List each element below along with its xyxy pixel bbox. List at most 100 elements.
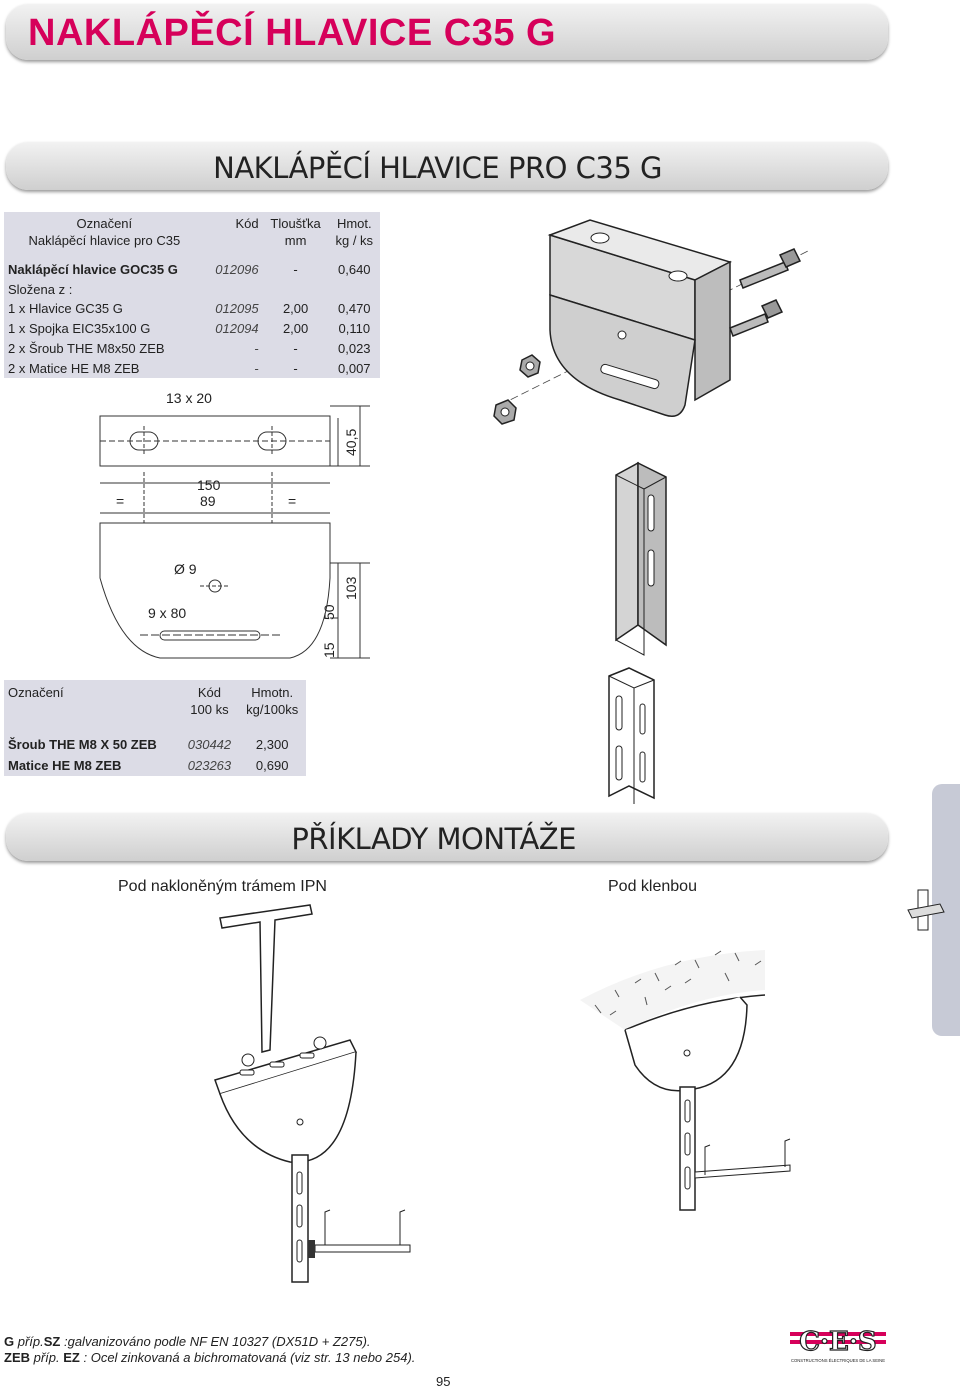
channel-profile-illustration — [608, 667, 655, 804]
header-text — [8, 701, 177, 718]
channel-thumbnail-icon — [907, 889, 945, 931]
cell-thickness: - — [293, 360, 298, 376]
table-header-row: Označení Kód 100 ks Hmotn. kg/100ks — [4, 680, 306, 722]
header-text: mm — [284, 232, 307, 248]
footnote-code: ZEB — [4, 1350, 30, 1365]
header-text — [209, 232, 259, 249]
table-row: Matice HE M8 ZEB 023263 0,690 — [4, 755, 306, 776]
cell-weight: 0,640 — [338, 261, 371, 277]
dimension-drawing: 13 x 20 150 89 = = 40,5 Ø 9 9 x 80 50 10… — [99, 390, 370, 659]
header-text: kg/100ks — [246, 702, 299, 717]
dim-slots-top: 13 x 20 — [166, 390, 212, 406]
svg-text:CONSTRUCTIONS ÉLECTRIQUES DE L: CONSTRUCTIONS ÉLECTRIQUES DE LA SEINE — [791, 1358, 885, 1363]
dim-50: 50 — [321, 604, 337, 620]
table-row: 2 x Šroub THE M8x50 ZEB - - 0,023 — [4, 339, 380, 359]
dim-eq-left: = — [116, 493, 124, 509]
header-text: Naklápěcí hlavice pro C35 — [28, 232, 181, 248]
cell-weight: 0,470 — [338, 301, 371, 317]
cell-code: 012094 — [215, 321, 259, 337]
channel-c35-illustration — [615, 461, 667, 656]
cell-name: Složena z : — [8, 281, 73, 297]
cell-weight: 0,110 — [338, 321, 371, 337]
ces-logo: C·E·S CONSTRUCTIONS ÉLECTRIQUES DE LA SE… — [790, 1326, 886, 1363]
dim-eq-right: = — [288, 493, 296, 509]
footnote-text: :galvanizováno podle NF EN 10327 (DX51D … — [60, 1334, 371, 1349]
cell-code: 023263 — [187, 758, 232, 773]
dim-15: 15 — [321, 642, 337, 658]
cell-thickness: - — [293, 261, 298, 277]
dim-40-5: 40,5 — [343, 429, 359, 456]
header-text: Hmotn. — [251, 685, 294, 700]
cell-code: 030442 — [187, 737, 232, 752]
header-text: Kód — [197, 685, 222, 700]
header-text: Označení — [76, 215, 133, 231]
cell-name: 2 x Šroub THE M8x50 ZEB — [8, 340, 165, 356]
cell-weight: 2,300 — [255, 737, 289, 752]
header-text: Označení — [8, 685, 64, 700]
cell-thickness: 2,00 — [282, 321, 309, 337]
footnote-code: EZ — [63, 1350, 80, 1365]
caption-vault: Pod klenbou — [608, 878, 697, 895]
cell-name: Šroub THE M8 X 50 ZEB — [8, 737, 157, 752]
cell-weight: 0,007 — [338, 360, 371, 376]
cell-name: 1 x Spojka EIC35x100 G — [8, 321, 151, 337]
header-text: 100 ks — [190, 702, 229, 717]
svg-text:C·E·S: C·E·S — [799, 1327, 876, 1357]
cell-thickness: 2,00 — [282, 301, 309, 317]
table-header-thickness: Tloušťka mm — [263, 212, 329, 252]
header-text: Hmot. — [336, 215, 372, 231]
cell-code: 012096 — [215, 261, 259, 277]
footnote-text: příp. — [14, 1334, 44, 1349]
table-header-weight: Hmot. kg / ks — [329, 212, 380, 252]
dim-slot-bottom: 9 x 80 — [148, 605, 186, 621]
cell-thickness: - — [293, 340, 298, 356]
table-row: Naklápěcí hlavice GOC35 G 012096 - 0,640 — [4, 260, 380, 280]
footnote-line-1: G příp.SZ :galvanizováno podle NF EN 103… — [4, 1334, 415, 1350]
page-title: NAKLÁPĚCÍ HLAVICE C35 G — [28, 12, 557, 54]
footnote-code: G — [4, 1334, 15, 1349]
cell-thickness — [263, 279, 329, 299]
cell-weight — [329, 279, 380, 299]
tilting-head-illustration — [493, 219, 811, 425]
cell-code: 012095 — [215, 301, 259, 317]
table-row: 1 x Spojka EIC35x100 G 012094 2,00 0,110 — [4, 319, 380, 339]
footnote-code: SZ — [43, 1334, 61, 1349]
table-row: Složena z : — [4, 279, 380, 299]
footnotes: G příp.SZ :galvanizováno podle NF EN 103… — [4, 1334, 415, 1366]
table-row: 1 x Hlavice GC35 G 012095 2,00 0,470 — [4, 299, 380, 319]
product-table: Označení Naklápěcí hlavice pro C35 Kód T… — [4, 212, 380, 378]
footnote-text: příp. — [30, 1350, 64, 1365]
cell-name: Naklápěcí hlavice GOC35 G — [8, 261, 178, 277]
table-header-designation: Označení — [4, 680, 181, 722]
section-banner-examples: PŘÍKLADY MONTÁŽE — [6, 813, 888, 861]
footnote-text: : Ocel zinkovaná a bichromatovaná (viz s… — [79, 1350, 416, 1365]
table-row: Šroub THE M8 X 50 ZEB 030442 2,300 — [4, 734, 306, 755]
table-header-row: Označení Naklápěcí hlavice pro C35 Kód T… — [4, 212, 380, 252]
table-header-code: Kód 100 ks — [181, 680, 239, 722]
header-text: Kód — [235, 215, 259, 231]
table-row: 2 x Matice HE M8 ZEB - - 0,007 — [4, 358, 380, 378]
page-number: 95 — [436, 1374, 451, 1389]
table-header-designation: Označení Naklápěcí hlavice pro C35 — [4, 212, 205, 252]
dim-hole: Ø 9 — [174, 561, 197, 577]
caption-ipn-beam: Pod nakloněným trámem IPN — [118, 878, 327, 895]
footnote-line-2: ZEB příp. EZ : Ocel zinkovaná a bichroma… — [4, 1350, 415, 1366]
cell-code: - — [254, 340, 259, 356]
example-vault-illustration — [580, 950, 791, 1211]
dim-89: 89 — [200, 493, 216, 509]
section-title-product: NAKLÁPĚCÍ HLAVICE PRO C35 G — [213, 151, 662, 185]
dim-103: 103 — [343, 576, 359, 600]
bolt-table: Označení Kód 100 ks Hmotn. kg/100ks Šrou… — [4, 680, 306, 776]
header-text: Tloušťka — [270, 215, 321, 231]
cell-weight: 0,690 — [255, 758, 289, 773]
cell-code: - — [254, 360, 259, 376]
table-header-weight: Hmotn. kg/100ks — [238, 680, 306, 722]
header-banner: NAKLÁPĚCÍ HLAVICE C35 G — [6, 4, 888, 60]
cell-name: 2 x Matice HE M8 ZEB — [8, 360, 140, 376]
section-title-examples: PŘÍKLADY MONTÁŽE — [291, 822, 576, 856]
cell-name: 1 x Hlavice GC35 G — [8, 301, 123, 317]
cell-weight: 0,023 — [338, 340, 371, 356]
table-header-code: Kód — [205, 212, 263, 252]
cell-name: Matice HE M8 ZEB — [8, 758, 122, 773]
section-banner-product: NAKLÁPĚCÍ HLAVICE PRO C35 G — [6, 142, 888, 190]
